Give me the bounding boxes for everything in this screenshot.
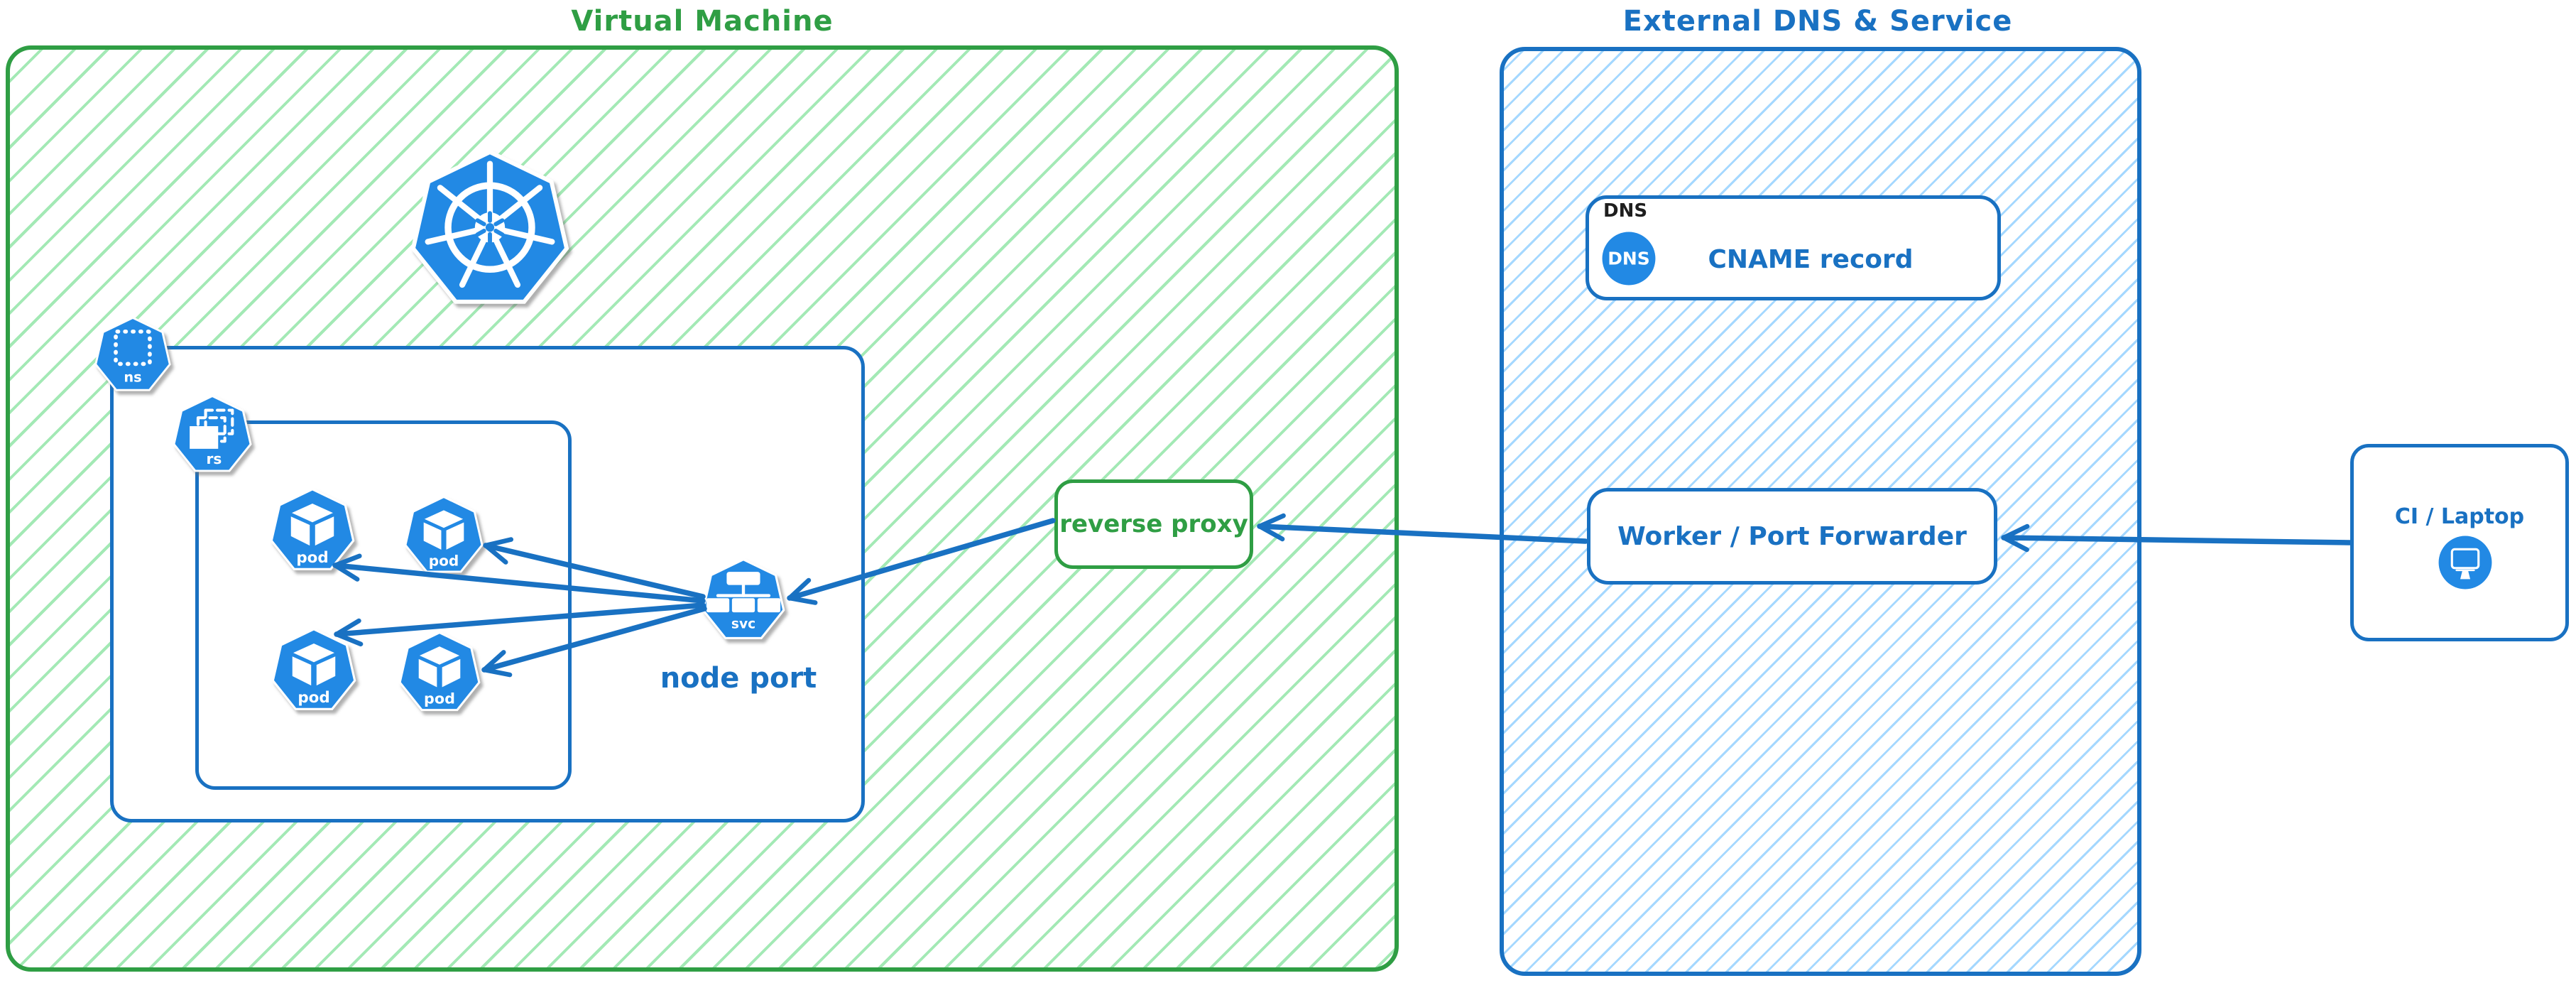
dns-heading: DNS [1603, 200, 1648, 222]
svg-text:ns: ns [124, 369, 141, 385]
pod-icon: pod [271, 628, 356, 710]
cname-record-label: CNAME record [1708, 244, 1914, 274]
svg-text:pod: pod [429, 552, 459, 569]
worker-card: Worker / Port Forwarder [1587, 488, 1997, 585]
dns-badge: DNS [1602, 232, 1656, 286]
pod-icon: pod [270, 488, 355, 570]
svg-text:pod: pod [424, 690, 455, 707]
svg-text:rs: rs [206, 450, 222, 467]
reverse-proxy-card: reverse proxy [1054, 479, 1253, 569]
svg-text:svc: svc [731, 617, 755, 631]
monitor-icon [2438, 536, 2492, 590]
reverse-proxy-label: reverse proxy [1059, 510, 1248, 538]
replicaset-icon: rs [173, 395, 252, 472]
virtual-machine-title: Virtual Machine [571, 5, 834, 38]
pod-icon: pod [398, 631, 481, 712]
external-dns-service-title: External DNS & Service [1622, 5, 2013, 38]
service-icon: svc [702, 558, 785, 640]
svg-text:pod: pod [298, 689, 329, 707]
kubernetes-logo-icon [406, 147, 574, 315]
svg-text:pod: pod [296, 549, 328, 567]
pod-icon: pod [404, 496, 484, 573]
node-port-label: node port [660, 662, 817, 695]
ci-laptop-label: CI / Laptop [2394, 504, 2525, 529]
namespace-icon: ns [94, 316, 171, 391]
worker-label: Worker / Port Forwarder [1617, 521, 1967, 551]
svg-text:DNS: DNS [1608, 249, 1650, 269]
dns-card [1586, 195, 2001, 300]
